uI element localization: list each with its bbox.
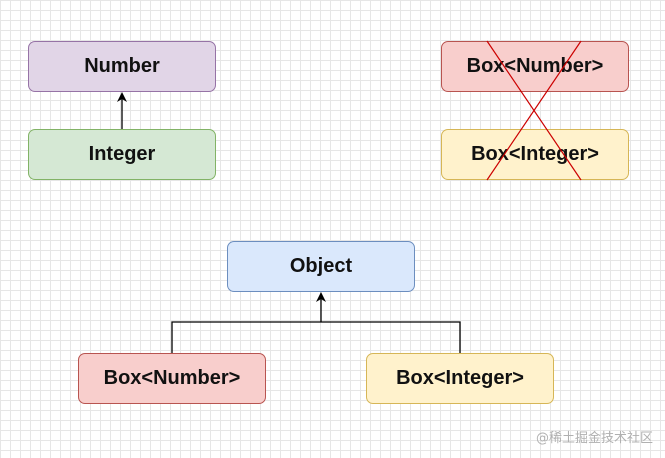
node-box-integer-bottom[interactable]: Box<Integer> [366, 353, 554, 404]
edge-boxinteger-to-object [321, 321, 461, 353]
node-integer[interactable]: Integer [28, 129, 216, 180]
node-box-number-bottom[interactable]: Box<Number> [78, 353, 266, 404]
watermark: @稀土掘金技术社区 [535, 431, 653, 446]
node-number[interactable]: Number [28, 41, 216, 92]
node-object[interactable]: Object [227, 241, 415, 292]
node-box-integer-top[interactable]: Box<Integer> [441, 129, 629, 180]
node-box-number-top[interactable]: Box<Number> [441, 41, 629, 92]
edge-boxnumber-to-object [171, 321, 321, 353]
